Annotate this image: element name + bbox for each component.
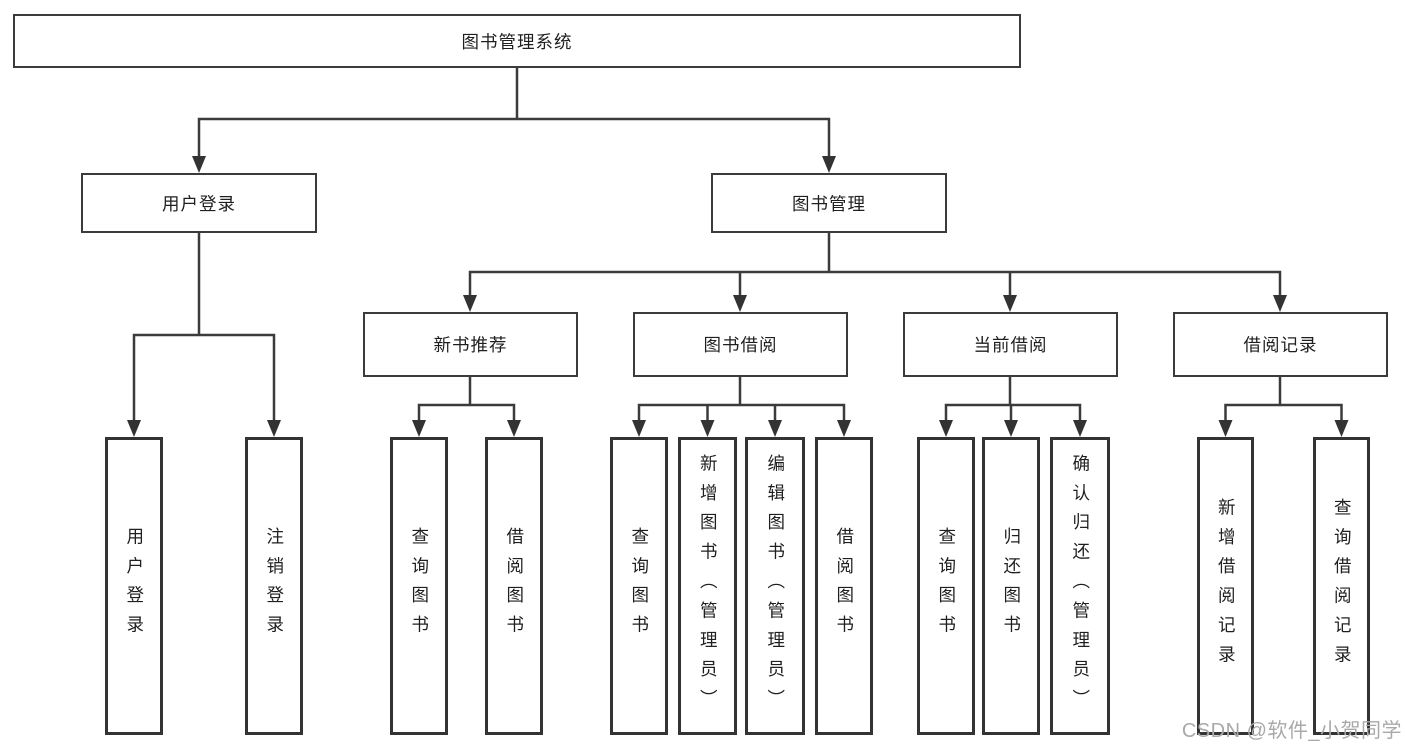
leaf-label: 注销登录 bbox=[264, 527, 285, 645]
leaf-label: 用户登录 bbox=[124, 527, 145, 645]
leaf-borrow-book: 借阅图书 bbox=[815, 437, 873, 735]
node-library-management-system: 图书管理系统 bbox=[13, 14, 1021, 68]
node-label: 当前借阅 bbox=[973, 335, 1048, 355]
leaf-label: 查询图书 bbox=[936, 527, 957, 645]
node-book-management: 图书管理 bbox=[711, 173, 947, 233]
node-label: 图书借阅 bbox=[703, 335, 778, 355]
node-label: 借阅记录 bbox=[1243, 335, 1318, 355]
leaf-edit-book-admin: 编辑图书（管理员） bbox=[745, 437, 805, 735]
leaf-add-book-admin: 新增图书（管理员） bbox=[678, 437, 737, 735]
node-label: 用户登录 bbox=[162, 193, 236, 214]
leaf-label: 新增借阅记录 bbox=[1216, 497, 1237, 675]
leaf-label: 查询图书 bbox=[629, 527, 650, 645]
node-new-book-recommend: 新书推荐 bbox=[363, 312, 578, 377]
leaf-return-book: 归还图书 bbox=[982, 437, 1040, 735]
leaf-borrow-book-recommend: 借阅图书 bbox=[485, 437, 543, 735]
leaf-query-borrow-record: 查询借阅记录 bbox=[1313, 437, 1370, 735]
node-current-borrowing: 当前借阅 bbox=[903, 312, 1118, 377]
leaf-query-book-borrow: 查询图书 bbox=[610, 437, 668, 735]
csdn-watermark: CSDN @软件_小贺同学 bbox=[1181, 720, 1402, 742]
leaf-logout: 注销登录 bbox=[245, 437, 303, 735]
node-label: 图书管理 bbox=[792, 193, 866, 214]
node-borrowing-records: 借阅记录 bbox=[1173, 312, 1388, 377]
leaf-label: 查询图书 bbox=[409, 527, 430, 645]
node-label: 新书推荐 bbox=[433, 335, 508, 355]
leaf-label: 新增图书（管理员） bbox=[698, 453, 719, 719]
leaf-label: 借阅图书 bbox=[834, 527, 855, 645]
leaf-label: 编辑图书（管理员） bbox=[765, 453, 786, 719]
leaf-label: 确认归还（管理员） bbox=[1070, 453, 1091, 719]
leaf-label: 归还图书 bbox=[1001, 527, 1022, 645]
leaf-label: 借阅图书 bbox=[504, 527, 525, 645]
leaf-query-book-recommend: 查询图书 bbox=[390, 437, 448, 735]
leaf-confirm-return-admin: 确认归还（管理员） bbox=[1050, 437, 1110, 735]
node-user-login: 用户登录 bbox=[81, 173, 317, 233]
node-label: 图书管理系统 bbox=[461, 31, 573, 52]
node-book-borrowing: 图书借阅 bbox=[633, 312, 848, 377]
leaf-query-book-current: 查询图书 bbox=[917, 437, 975, 735]
leaf-add-borrow-record: 新增借阅记录 bbox=[1197, 437, 1254, 735]
leaf-label: 查询借阅记录 bbox=[1332, 497, 1353, 675]
leaf-user-login: 用户登录 bbox=[105, 437, 163, 735]
